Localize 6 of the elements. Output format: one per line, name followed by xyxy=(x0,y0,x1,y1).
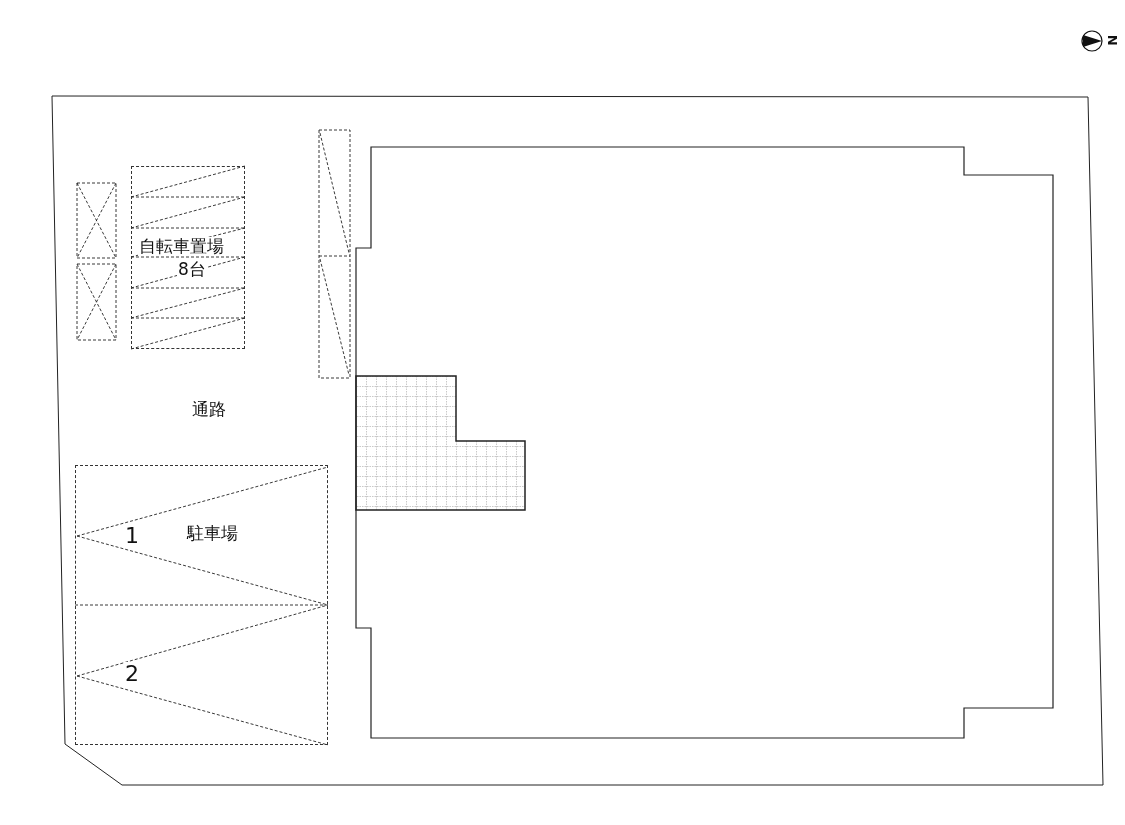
bicycle-parking-area xyxy=(131,166,245,349)
north-label: N xyxy=(1104,33,1119,47)
area-label: 8台 xyxy=(177,260,207,279)
area-label: 駐車場 xyxy=(186,524,239,543)
area-label: 通路 xyxy=(191,400,227,419)
area-label: 自転車置場 xyxy=(138,237,225,256)
